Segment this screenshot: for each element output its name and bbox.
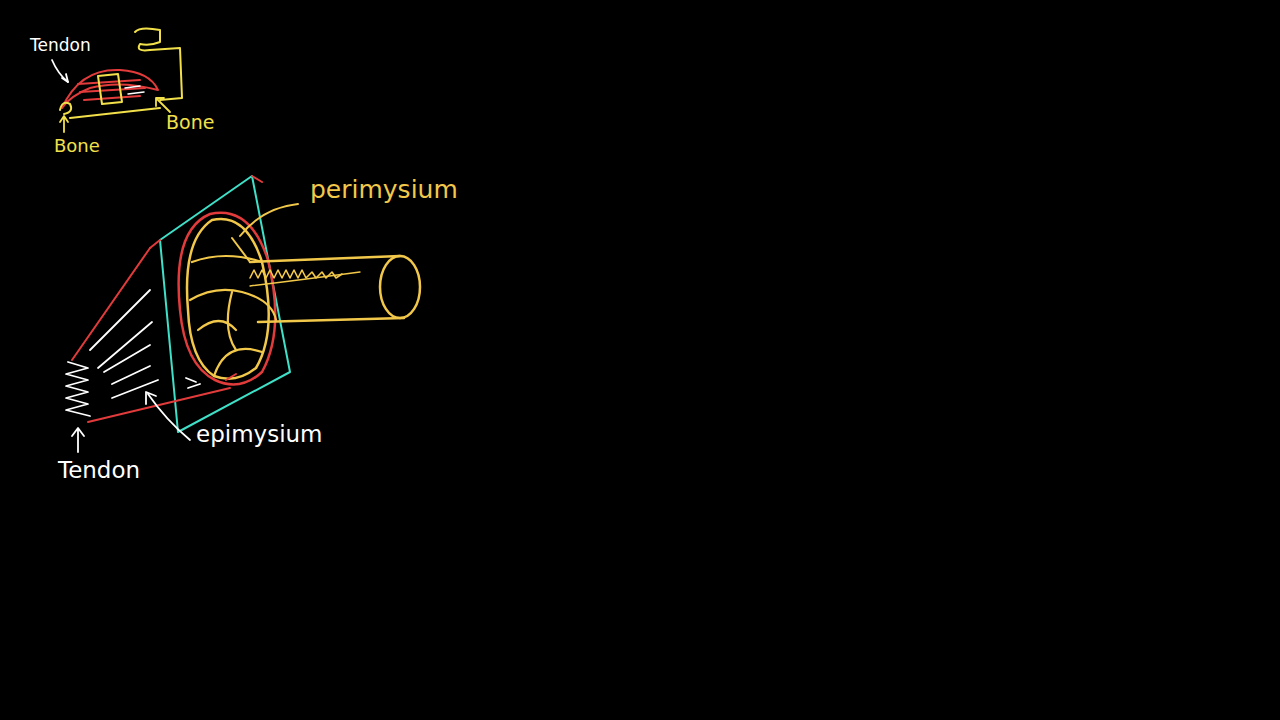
- leader-lines: [72, 204, 298, 452]
- perimysium-label: perimysium: [310, 176, 458, 204]
- bone-label: Bone: [54, 136, 100, 156]
- tendon-label: Tendon: [58, 458, 140, 483]
- bone-label: Bone: [166, 112, 214, 133]
- muscle-cross-section: [66, 176, 420, 432]
- tendon-label: Tendon: [30, 36, 91, 55]
- epimysium-label: epimysium: [196, 422, 323, 447]
